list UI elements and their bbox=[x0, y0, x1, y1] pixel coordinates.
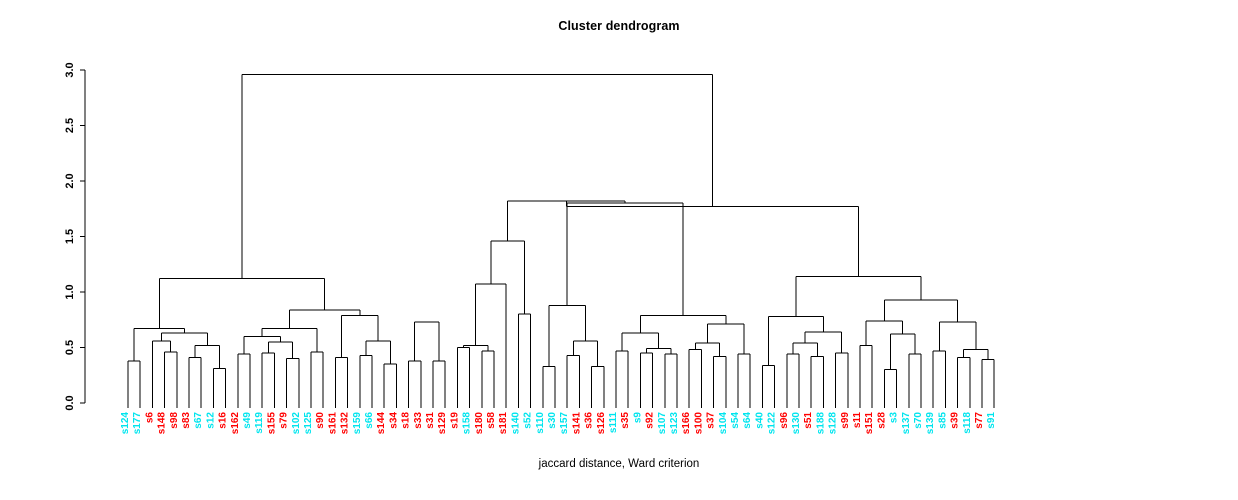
leaf-label: s130 bbox=[791, 412, 802, 435]
leaf-label: s36 bbox=[584, 412, 595, 429]
leaf-label: s128 bbox=[828, 412, 839, 435]
leaf-label: s180 bbox=[474, 412, 485, 435]
leaf-label: s157 bbox=[559, 412, 570, 435]
leaf-label: s126 bbox=[596, 412, 607, 435]
leaf-label: s39 bbox=[950, 412, 961, 429]
leaf-label: s148 bbox=[157, 412, 168, 435]
leaf-label: s6 bbox=[144, 412, 155, 424]
leaf-label: s110 bbox=[535, 412, 546, 434]
leaf-label: s66 bbox=[364, 412, 375, 429]
leaf-label: s102 bbox=[291, 412, 302, 435]
leaf-label: s12 bbox=[205, 412, 216, 429]
leaf-label: s9 bbox=[632, 412, 643, 424]
leaf-label: s64 bbox=[742, 412, 753, 429]
leaf-label: s37 bbox=[706, 412, 717, 429]
y-tick-label: 1.0 bbox=[64, 284, 76, 299]
leaf-label: s35 bbox=[620, 412, 631, 429]
leaf-label: s49 bbox=[242, 412, 253, 429]
leaf-label: s92 bbox=[645, 412, 656, 429]
leaf-label: s18 bbox=[401, 412, 412, 429]
leaf-label: s139 bbox=[925, 412, 936, 435]
leaf-label: s28 bbox=[876, 412, 887, 429]
leaf-label: s123 bbox=[669, 412, 680, 435]
leaf-label: s119 bbox=[254, 412, 265, 434]
leaf-label: s137 bbox=[901, 412, 912, 435]
y-tick-label: 3.0 bbox=[64, 62, 76, 77]
leaf-label: s77 bbox=[974, 412, 985, 429]
leaf-label: s132 bbox=[340, 412, 351, 435]
leaf-label: s124 bbox=[120, 412, 131, 435]
leaf-label: s33 bbox=[413, 412, 424, 429]
leaf-label: s11 bbox=[852, 412, 863, 429]
chart-title: Cluster dendrogram bbox=[558, 19, 680, 33]
y-tick-label: 0.0 bbox=[64, 395, 76, 410]
leaf-label: s140 bbox=[510, 412, 521, 435]
leaf-label: s67 bbox=[193, 412, 204, 429]
leaf-label: s100 bbox=[693, 412, 704, 435]
leaf-label: s91 bbox=[986, 412, 997, 429]
leaf-label: s177 bbox=[132, 412, 143, 435]
x-axis-label: jaccard distance, Ward criterion bbox=[538, 458, 700, 470]
leaf-label: s70 bbox=[913, 412, 924, 429]
leaf-label: s98 bbox=[169, 412, 180, 429]
leaf-label: s90 bbox=[315, 412, 326, 429]
leaf-label: s166 bbox=[681, 412, 692, 435]
leaf-label: s83 bbox=[181, 412, 192, 429]
leaf-label: s31 bbox=[425, 412, 436, 429]
leaf-label: s99 bbox=[840, 412, 851, 429]
leaf-label: s158 bbox=[462, 412, 473, 435]
leaf-label: s141 bbox=[571, 412, 582, 435]
leaf-label: s40 bbox=[754, 412, 765, 429]
y-tick-label: 0.5 bbox=[64, 340, 76, 355]
leaf-label: s188 bbox=[815, 412, 826, 435]
leaf-label: s162 bbox=[230, 412, 241, 435]
leaf-label: s19 bbox=[449, 412, 460, 429]
leaf-label: s58 bbox=[486, 412, 497, 429]
leaf-label: s30 bbox=[547, 412, 558, 429]
leaf-label: s34 bbox=[388, 412, 399, 429]
y-tick-label: 2.0 bbox=[64, 173, 76, 188]
leaf-label: s125 bbox=[303, 412, 314, 435]
leaf-label: s122 bbox=[767, 412, 778, 435]
leaf-label: s159 bbox=[352, 412, 363, 435]
leaf-label: s85 bbox=[937, 412, 948, 429]
leaf-label: s3 bbox=[889, 412, 900, 424]
leaf-label: s79 bbox=[279, 412, 290, 429]
y-tick-label: 1.5 bbox=[64, 229, 76, 244]
leaf-label: s155 bbox=[266, 412, 277, 435]
leaf-label: s107 bbox=[657, 412, 668, 435]
leaf-label: s144 bbox=[376, 412, 387, 435]
leaf-label: s111 bbox=[608, 412, 619, 434]
leaf-label: s54 bbox=[730, 412, 741, 429]
leaf-label: s161 bbox=[327, 412, 338, 435]
leaf-label: s151 bbox=[864, 412, 875, 435]
leaf-label: s104 bbox=[718, 412, 729, 435]
leaf-label: s118 bbox=[962, 412, 973, 434]
y-tick-label: 2.5 bbox=[64, 118, 76, 133]
leaf-label: s51 bbox=[803, 412, 814, 429]
leaf-label: s16 bbox=[218, 412, 229, 429]
leaf-label: s96 bbox=[779, 412, 790, 429]
leaf-label: s129 bbox=[437, 412, 448, 435]
leaf-label: s181 bbox=[498, 412, 509, 435]
leaf-label: s52 bbox=[523, 412, 534, 429]
